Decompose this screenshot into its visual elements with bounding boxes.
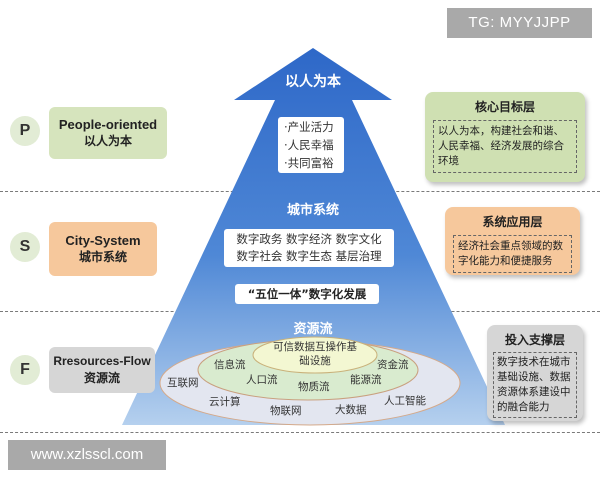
top-items-box: ·产业活力 ·人民幸福 ·共同富裕 xyxy=(278,117,344,173)
right-layer-description: 经济社会重点领域的数字化能力和便捷服务 xyxy=(453,235,572,273)
layer-letter-S: S xyxy=(10,232,40,262)
right-layer-title: 系统应用层 xyxy=(482,215,543,229)
right-layer-input-support: 投入支撑层 数字技术在城市基础设施、数据资源体系建设中的融合能力 xyxy=(487,325,583,421)
left-layer-city-system: City-System 城市系统 xyxy=(49,222,157,276)
cloud-computing-label: 云计算 xyxy=(209,396,241,408)
right-layer-core-goal: 核心目标层 以人为本，构建社会和谐、人民幸福、经济发展的综合环境 xyxy=(425,92,585,182)
middle-item: 基层治理 xyxy=(335,249,382,263)
info-flow-label: 信息流 xyxy=(214,359,246,371)
core-infrastructure-text: 可信数据互操作基 础设施 xyxy=(273,341,357,367)
middle-items-row: 数字政务 数字经济 数字文化 xyxy=(224,231,394,248)
right-layer-description: 以人为本，构建社会和谐、人民幸福、经济发展的综合环境 xyxy=(433,120,577,173)
watermark-top: TG: MYYJJPP xyxy=(447,8,592,38)
middle-items-row: 数字社会 数字生态 基层治理 xyxy=(224,248,394,265)
left-layer-en: City-System xyxy=(65,233,141,248)
middle-label: 城市系统 xyxy=(286,203,339,218)
layer-letter-F: F xyxy=(10,355,40,385)
watermark-bottom: www.xzlsscl.com xyxy=(8,440,166,470)
right-layer-description: 数字技术在城市基础设施、数据资源体系建设中的融合能力 xyxy=(493,352,577,418)
ai-label: 人工智能 xyxy=(384,395,426,407)
left-layer-zh: 城市系统 xyxy=(78,250,127,264)
layer-letter-P: P xyxy=(10,116,40,146)
middle-banner: “五位一体”数字化发展 xyxy=(235,284,379,304)
right-layer-title: 投入支撑层 xyxy=(504,333,565,347)
middle-item: 数字社会 xyxy=(236,249,283,263)
right-layer-title: 核心目标层 xyxy=(474,100,535,114)
middle-item: 数字文化 xyxy=(335,232,382,246)
left-layer-zh: 资源流 xyxy=(83,371,120,385)
people-flow-label: 人口流 xyxy=(246,374,278,386)
middle-item: 数字政务 xyxy=(236,232,283,246)
layer-divider-bottom xyxy=(0,432,600,433)
material-flow-label: 物质流 xyxy=(298,381,330,393)
left-layer-people-oriented: People-oriented 以人为本 xyxy=(49,107,167,159)
internet-label: 互联网 xyxy=(167,377,199,389)
left-layer-en: People-oriented xyxy=(58,117,158,132)
top-item: ·共同富裕 xyxy=(284,156,334,170)
core-ellipse xyxy=(252,336,378,374)
middle-item: 数字经济 xyxy=(286,232,332,246)
big-data-label: 大数据 xyxy=(335,404,367,416)
left-layer-resources-flow: Rresources-Flow 资源流 xyxy=(49,347,155,393)
top-item: ·产业活力 xyxy=(284,120,334,134)
left-layer-en: Rresources-Flow xyxy=(53,354,151,368)
middle-items-box: 数字政务 数字经济 数字文化 数字社会 数字生态 基层治理 xyxy=(224,229,394,267)
energy-flow-label: 能源流 xyxy=(350,374,382,386)
iot-label: 物联网 xyxy=(270,405,302,417)
fund-flow-label: 资金流 xyxy=(377,359,409,371)
top-label: 以人为本 xyxy=(285,74,341,90)
top-item: ·人民幸福 xyxy=(284,138,334,152)
right-layer-system-application: 系统应用层 经济社会重点领域的数字化能力和便捷服务 xyxy=(445,207,580,275)
bottom-label: 资源流 xyxy=(293,322,333,337)
middle-item: 数字生态 xyxy=(286,249,332,263)
left-layer-zh: 以人为本 xyxy=(83,134,132,148)
